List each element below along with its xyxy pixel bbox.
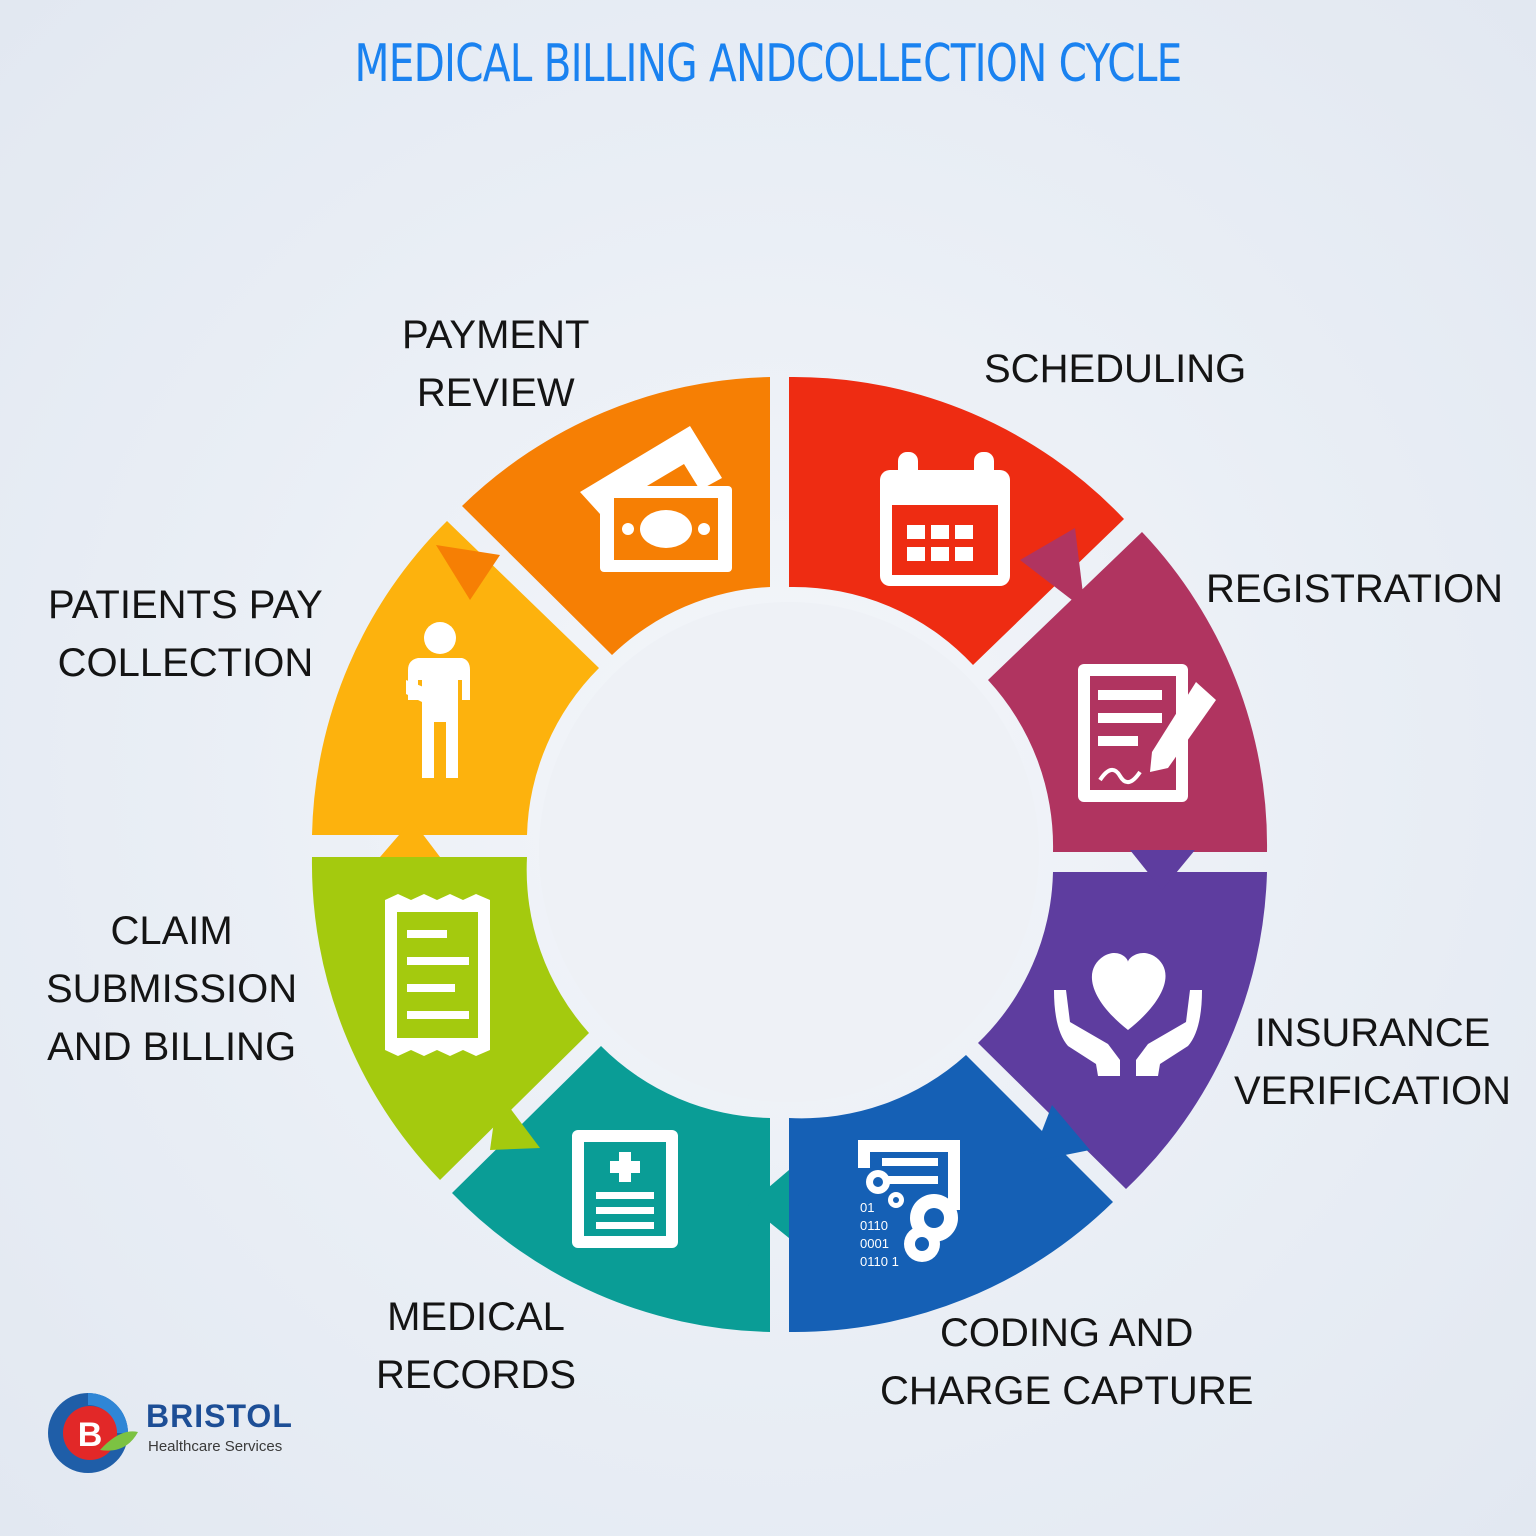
bristol-logo: B BRISTOL Healthcare Services (46, 1388, 316, 1478)
logo-emblem: B (48, 1393, 138, 1473)
label-claim-submission-billing: CLAIM SUBMISSION AND BILLING (46, 909, 298, 1069)
cash-icon (580, 426, 732, 572)
form-signature-icon (1078, 664, 1216, 802)
arrow-tab-payment-review (436, 545, 500, 600)
logo-name: BRISTOL (146, 1398, 293, 1434)
logo-tagline: Healthcare Services (148, 1438, 283, 1455)
arrow-tab-insurance-verification (1130, 850, 1195, 890)
page-title: MEDICAL BILLING ANDCOLLECTION CYCLE (354, 34, 1183, 94)
logo-letter: B (78, 1416, 103, 1454)
label-medical-records: MEDICAL RECORDS (376, 1295, 577, 1397)
center-disk (539, 602, 1039, 1102)
arrow-tab-scheduling (789, 455, 835, 525)
arrow-tab-medical-records (748, 1170, 789, 1238)
label-patients-pay-collection: PATIENTS PAY COLLECTION (48, 583, 323, 685)
arrow-tab-claim-submission-billing (490, 1092, 540, 1150)
arrow-tab-patients-pay-collection (380, 820, 440, 857)
label-payment-review: PAYMENT REVIEW (402, 313, 590, 415)
arrow-tab-registration (1020, 528, 1085, 610)
label-coding-charge-capture: CODING AND CHARGE CAPTURE (880, 1311, 1254, 1413)
receipt-icon (385, 894, 490, 1056)
label-registration: REGISTRATION (1206, 567, 1504, 611)
code-digits-4: 0110 1 (860, 1254, 899, 1269)
medical-record-icon (572, 1130, 678, 1248)
calendar-icon (880, 452, 1010, 586)
heart-hands-icon (1054, 952, 1202, 1076)
code-digits-3: 0001 (860, 1236, 889, 1251)
code-digits-2: 0110 (860, 1218, 888, 1233)
code-gears-icon: 01 0110 0001 0110 1 (858, 1140, 960, 1269)
label-insurance-verification: INSURANCE VERIFICATION (1234, 1011, 1512, 1113)
label-scheduling: SCHEDULING (984, 347, 1247, 391)
arrow-tab-coding-charge-capture (1030, 1105, 1090, 1162)
patient-icon (406, 622, 470, 778)
code-digits-1: 01 (860, 1200, 874, 1215)
